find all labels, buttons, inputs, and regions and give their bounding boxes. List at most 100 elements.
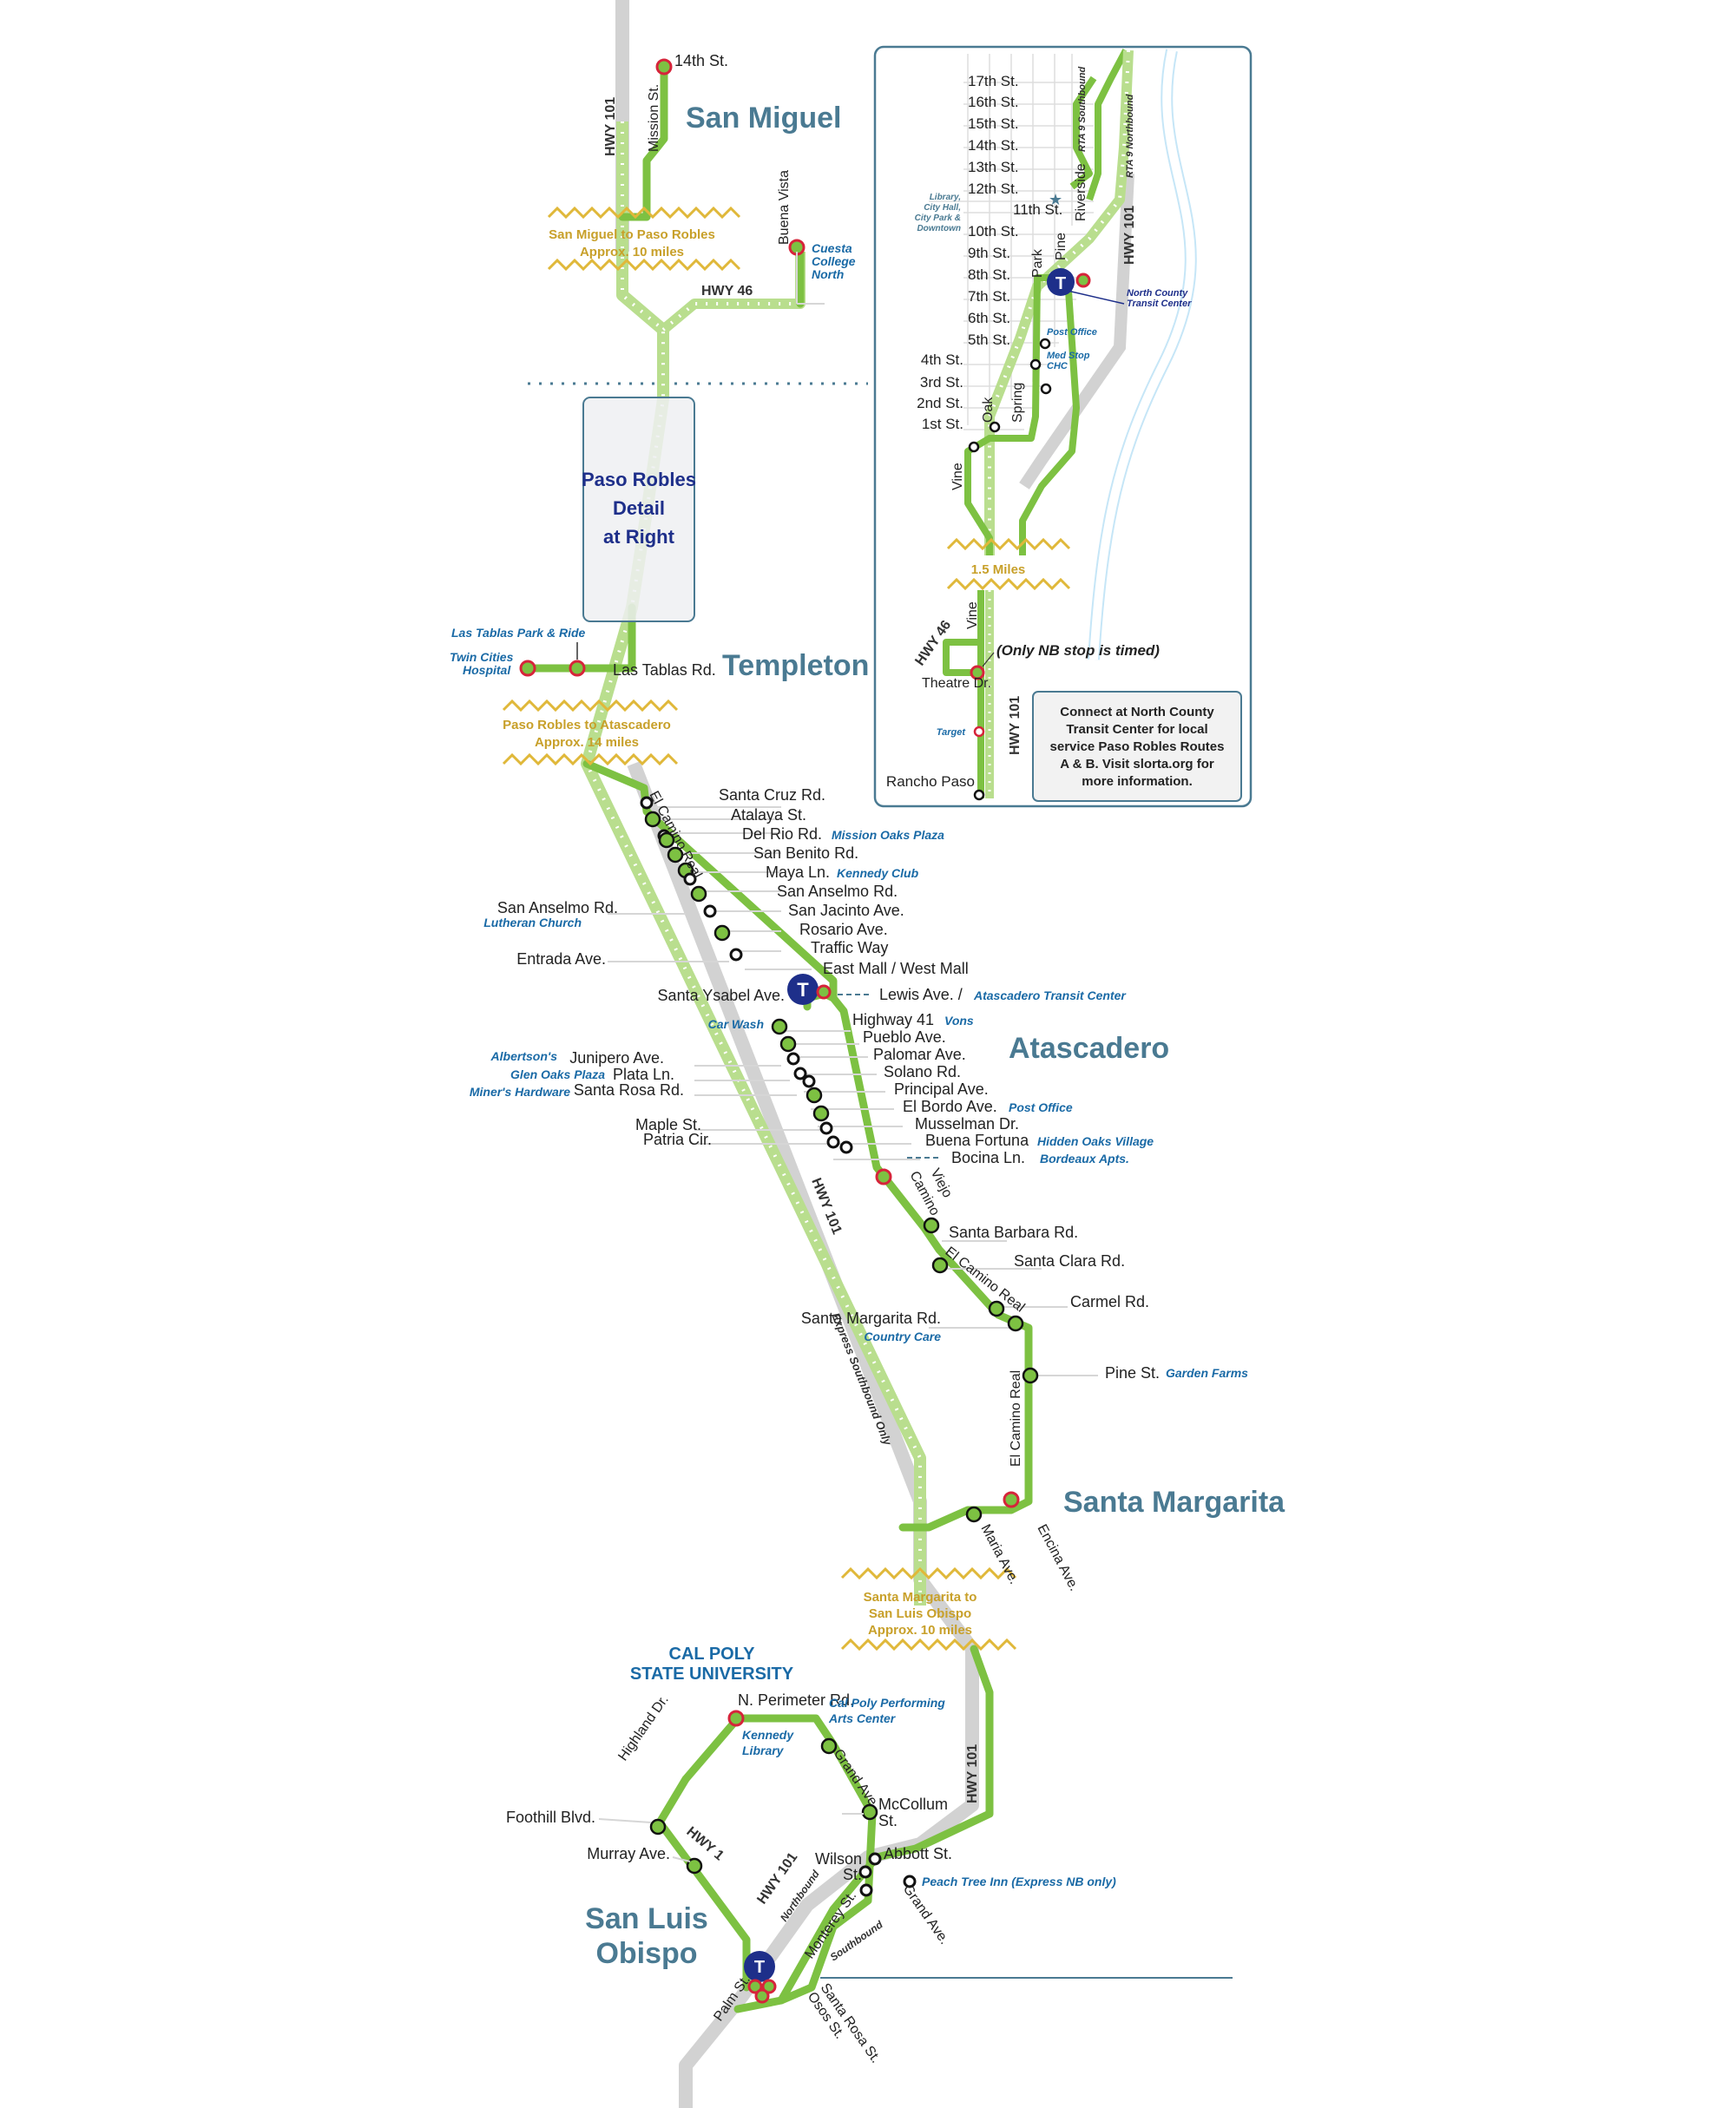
label-cal-poly-2: STATE UNIVERSITY xyxy=(630,1665,794,1684)
inset-12th: 12th St. xyxy=(968,181,1019,197)
label-junipero: Junipero Ave. xyxy=(569,1049,664,1067)
label-musselman: Musselman Dr. xyxy=(915,1115,1019,1133)
label-car-wash: Car Wash xyxy=(708,1017,764,1031)
stop-lewis-ave[interactable] xyxy=(816,984,832,1000)
stop-maria[interactable] xyxy=(965,1506,983,1523)
stop-highway-41[interactable] xyxy=(771,1018,788,1035)
stop-rosario[interactable] xyxy=(713,924,731,942)
label-plata: Plata Ln. xyxy=(613,1066,674,1083)
stop-santa-cruz[interactable] xyxy=(640,796,654,810)
stop-3rd[interactable] xyxy=(1040,383,1052,395)
label-hidden-oaks: Hidden Oaks Village xyxy=(1037,1134,1154,1148)
stop-foothill[interactable] xyxy=(649,1818,667,1835)
stop-solano[interactable] xyxy=(793,1067,807,1080)
label-maple: Maple St. xyxy=(635,1116,701,1133)
segment-sm-pr-2: Approx. 10 miles xyxy=(580,245,684,259)
label-east-west-mall: East Mall / West Mall xyxy=(823,960,969,977)
inset-post-office: Post Office xyxy=(1047,327,1097,338)
inset-med-stop-2: CHC xyxy=(1047,361,1069,371)
stop-monterey[interactable] xyxy=(859,1883,873,1897)
stop-san-jacinto[interactable] xyxy=(703,904,717,918)
label-bordeaux: Bordeaux Apts. xyxy=(1040,1152,1129,1166)
stop-post-office-pr[interactable] xyxy=(1039,338,1051,350)
stop-viejo-camino[interactable] xyxy=(875,1168,892,1185)
stop-mccollum[interactable] xyxy=(861,1803,878,1821)
stop-abbott[interactable] xyxy=(868,1852,882,1866)
label-santa-rosa-at: Santa Rosa Rd. xyxy=(574,1081,684,1099)
svg-text:T: T xyxy=(754,1958,765,1977)
stop-carmel[interactable] xyxy=(988,1300,1005,1317)
stop-buena-fortuna[interactable] xyxy=(819,1121,833,1135)
paso-robles-detail-box[interactable]: Paso Robles Detail at Right xyxy=(582,397,696,622)
stop-musselman[interactable] xyxy=(812,1105,830,1122)
label-santa-cruz: Santa Cruz Rd. xyxy=(719,786,825,804)
stop-atalaya[interactable] xyxy=(644,811,661,828)
stop-grand-ave[interactable] xyxy=(820,1737,838,1755)
stop-bocina[interactable] xyxy=(839,1140,853,1154)
stop-san-anselmo[interactable] xyxy=(690,885,707,903)
inset-17th: 17th St. xyxy=(968,73,1019,89)
label-grand-ave: Grand Ave. xyxy=(831,1747,883,1812)
stop-murray[interactable] xyxy=(686,1857,703,1875)
stop-pine-st[interactable] xyxy=(1022,1367,1039,1384)
town-san-miguel: San Miguel xyxy=(686,102,841,135)
svg-text:City Hall,: City Hall, xyxy=(924,203,961,213)
stop-santa-clara[interactable] xyxy=(931,1257,949,1274)
stop-peach-tree[interactable] xyxy=(903,1875,917,1888)
stop-target[interactable] xyxy=(973,726,985,738)
label-patria: Patria Cir. xyxy=(643,1131,712,1148)
stop-santa-barbara[interactable] xyxy=(923,1217,940,1234)
atascadero-stops: T xyxy=(640,796,1039,1523)
stop-14th-st[interactable] xyxy=(655,58,673,76)
inset-theatre: Theatre Dr. xyxy=(922,676,991,691)
label-el-camino-real-vertical: El Camino Real xyxy=(1009,1370,1023,1467)
stop-oak[interactable] xyxy=(989,421,1001,433)
inset-hwy101-b: HWY 101 xyxy=(1008,696,1023,755)
stop-n-perimeter[interactable] xyxy=(727,1710,745,1727)
stop-san-benito[interactable] xyxy=(667,846,684,864)
svg-text:Connect at North County: Connect at North County xyxy=(1060,705,1214,719)
inset-1st: 1st St. xyxy=(922,416,963,432)
stop-las-tablas-pr[interactable] xyxy=(569,660,586,677)
slo-area: CAL POLY STATE UNIVERSITY N. Perimeter R… xyxy=(506,1645,1116,2065)
stop-pueblo[interactable] xyxy=(779,1035,797,1053)
stop-traffic-way[interactable] xyxy=(729,948,743,962)
label-vons: Vons xyxy=(944,1014,974,1028)
label-murray: Murray Ave. xyxy=(587,1845,670,1862)
stop-santa-margarita-rd[interactable] xyxy=(1007,1315,1024,1332)
label-n-perimeter: N. Perimeter Rd. xyxy=(738,1691,854,1709)
stop-encina[interactable] xyxy=(1003,1491,1020,1508)
stop-theatre[interactable] xyxy=(970,665,985,680)
nctc-transit-icon[interactable] xyxy=(1047,268,1075,296)
inset-9th: 9th St. xyxy=(968,245,1010,261)
inset-7th: 7th St. xyxy=(968,288,1010,305)
stop-nctc[interactable] xyxy=(1075,273,1091,288)
segment-pr-at-1: Paso Robles to Atascadero xyxy=(503,718,671,732)
stop-vine[interactable] xyxy=(968,441,980,453)
svg-text:more information.: more information. xyxy=(1082,774,1193,789)
stop-palomar[interactable] xyxy=(786,1052,800,1066)
stop-rancho-paso[interactable] xyxy=(973,789,985,801)
atascadero-transit-center-icon[interactable] xyxy=(787,974,819,1005)
stop-twin-cities-hospital[interactable] xyxy=(519,660,536,677)
inset-med-stop-1: Med Stop xyxy=(1047,351,1090,361)
label-twin-cities-1: Twin Cities xyxy=(450,650,514,664)
svg-text:T: T xyxy=(1055,274,1066,293)
label-san-anselmo-r: San Anselmo Rd. xyxy=(777,883,898,900)
stop-el-bordo[interactable] xyxy=(806,1087,823,1104)
stop-wilson[interactable] xyxy=(858,1865,872,1879)
inset-16th: 16th St. xyxy=(968,94,1019,110)
stop-del-rio-2[interactable] xyxy=(658,831,675,849)
label-garden-farms: Garden Farms xyxy=(1166,1366,1248,1380)
stop-principal[interactable] xyxy=(802,1074,816,1088)
inset-only-nb: (Only NB stop is timed) xyxy=(996,642,1160,659)
segment-sm-pr-1: San Miguel to Paso Robles xyxy=(549,227,715,242)
label-wilson-1: Wilson xyxy=(815,1850,862,1868)
inset-rancho-paso: Rancho Paso xyxy=(886,773,975,790)
stop-buena-fortuna-2[interactable] xyxy=(826,1135,840,1149)
stop-med-stop[interactable] xyxy=(1029,358,1042,371)
label-santa-ysabel: Santa Ysabel Ave. xyxy=(658,987,785,1004)
inset-4th: 4th St. xyxy=(921,351,963,368)
stop-maya-2[interactable] xyxy=(683,872,697,886)
label-post-office: Post Office xyxy=(1009,1100,1073,1114)
